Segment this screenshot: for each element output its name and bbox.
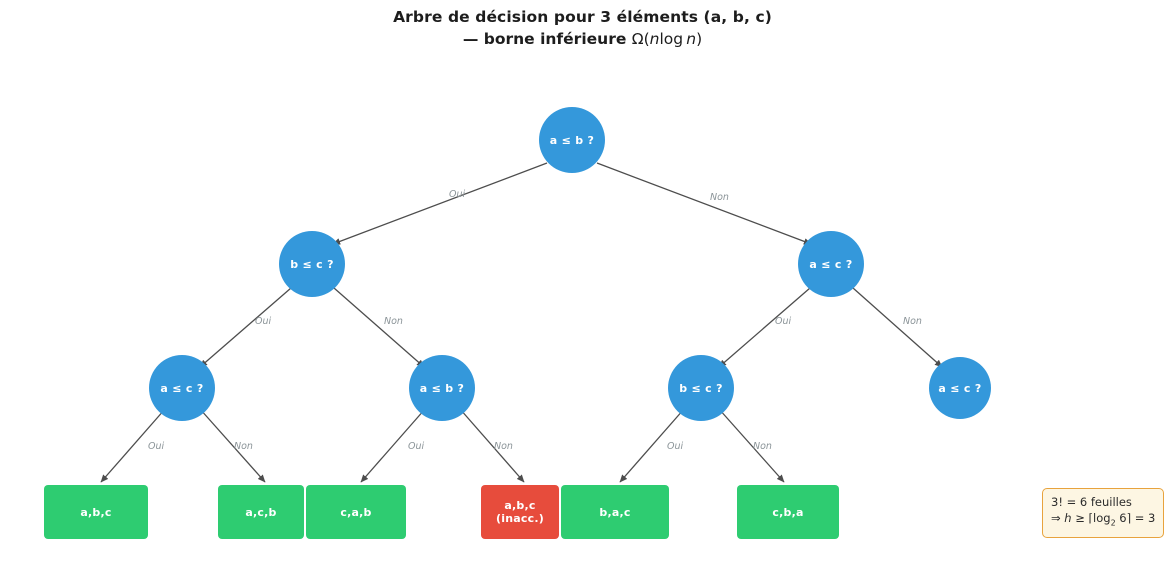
edge-nl-left — [199, 287, 292, 368]
edge-label-nl-yes: Oui — [255, 316, 272, 327]
edge-nrl-right — [718, 408, 785, 483]
note-line-2: ⇒ h ≥ ⌈log2 6⌉ = 3 — [1051, 510, 1155, 531]
node-label: a ≤ b ? — [549, 133, 595, 147]
decision-node-b-le-c-rl[interactable]: b ≤ c ? — [668, 355, 734, 421]
leaf-label: a,b,c — [504, 499, 536, 512]
edge-nr-right — [852, 287, 943, 368]
lower-bound-note: 3! = 6 feuilles ⇒ h ≥ ⌈log2 6⌉ = 3 — [1042, 488, 1165, 539]
edge-nlr-right — [459, 408, 525, 483]
edge-label-nlr-no: Non — [494, 441, 513, 452]
edge-label-nrl-no: Non — [753, 441, 772, 452]
edge-label-nr-no: Non — [903, 316, 922, 327]
note-log-open: ≥ ⌈log — [1071, 511, 1111, 525]
note-log-tail: 6⌉ = 3 — [1115, 511, 1156, 525]
note-line-1: 3! = 6 feuilles — [1051, 495, 1132, 509]
omega-close: ) — [696, 30, 703, 48]
node-label: a ≤ c ? — [809, 257, 853, 271]
title-bold-text: borne inférieure — [483, 30, 627, 48]
edge-label-root-yes: Oui — [449, 189, 466, 200]
leaf-label: a,b,c — [80, 505, 112, 519]
title-line-2: — borne inférieure Ω(nlog n) — [0, 28, 1165, 50]
title-complexity: Ω(nlog n) — [632, 30, 702, 48]
edge-label-nll-no: Non — [234, 441, 253, 452]
node-label: a ≤ b ? — [419, 381, 465, 395]
edge-label-nrl-yes: Oui — [667, 441, 684, 452]
n-symbol-2: n — [686, 30, 697, 48]
log-base: 2 — [1110, 518, 1116, 528]
edge-label-root-no: Non — [710, 192, 729, 203]
decision-node-root[interactable]: a ≤ b ? — [539, 107, 605, 173]
omega-open: Ω( — [631, 30, 650, 48]
leaf-node-cab[interactable]: c,a,b — [306, 485, 406, 539]
decision-node-a-le-c-rr[interactable]: a ≤ c ? — [929, 357, 991, 419]
decision-node-a-le-c-ll[interactable]: a ≤ c ? — [149, 355, 215, 421]
edge-label-nlr-yes: Oui — [408, 441, 425, 452]
node-label: a ≤ c ? — [160, 381, 204, 395]
node-label: b ≤ c ? — [290, 257, 334, 271]
edge-nr-left — [718, 287, 811, 368]
leaf-node-bac[interactable]: b,a,c — [561, 485, 669, 539]
edge-label-nl-no: Non — [384, 316, 403, 327]
edge-label-nr-yes: Oui — [775, 316, 792, 327]
leaf-sublabel: (inacc.) — [496, 512, 544, 525]
node-label: b ≤ c ? — [679, 381, 723, 395]
decision-node-a-le-c-right[interactable]: a ≤ c ? — [798, 231, 864, 297]
leaf-label: c,a,b — [340, 505, 372, 519]
leaf-node-abc-inaccessible[interactable]: a,b,c (inacc.) — [481, 485, 559, 539]
leaf-node-cba[interactable]: c,b,a — [737, 485, 839, 539]
edge-label-nll-yes: Oui — [148, 441, 165, 452]
node-label: a ≤ c ? — [938, 381, 982, 395]
edge-nll-right — [199, 408, 266, 483]
leaf-node-acb[interactable]: a,c,b — [218, 485, 304, 539]
edge-root-right — [596, 162, 812, 245]
title-line-1: Arbre de décision pour 3 éléments (a, b,… — [393, 8, 772, 26]
implies-symbol: ⇒ — [1051, 511, 1065, 525]
title-dash: — — [462, 30, 479, 48]
leaf-node-abc[interactable]: a,b,c — [44, 485, 148, 539]
page-title: Arbre de décision pour 3 éléments (a, b,… — [0, 6, 1165, 50]
leaf-label: a,c,b — [245, 505, 277, 519]
height-symbol: h — [1064, 511, 1072, 525]
edge-nl-right — [333, 287, 425, 368]
decision-node-b-le-c-left[interactable]: b ≤ c ? — [279, 231, 345, 297]
decision-node-a-le-b-lr[interactable]: a ≤ b ? — [409, 355, 475, 421]
log-symbol: log — [659, 30, 684, 48]
edge-root-left — [332, 162, 548, 245]
n-symbol-1: n — [649, 30, 660, 48]
leaf-label: c,b,a — [772, 505, 804, 519]
leaf-label: b,a,c — [599, 505, 631, 519]
